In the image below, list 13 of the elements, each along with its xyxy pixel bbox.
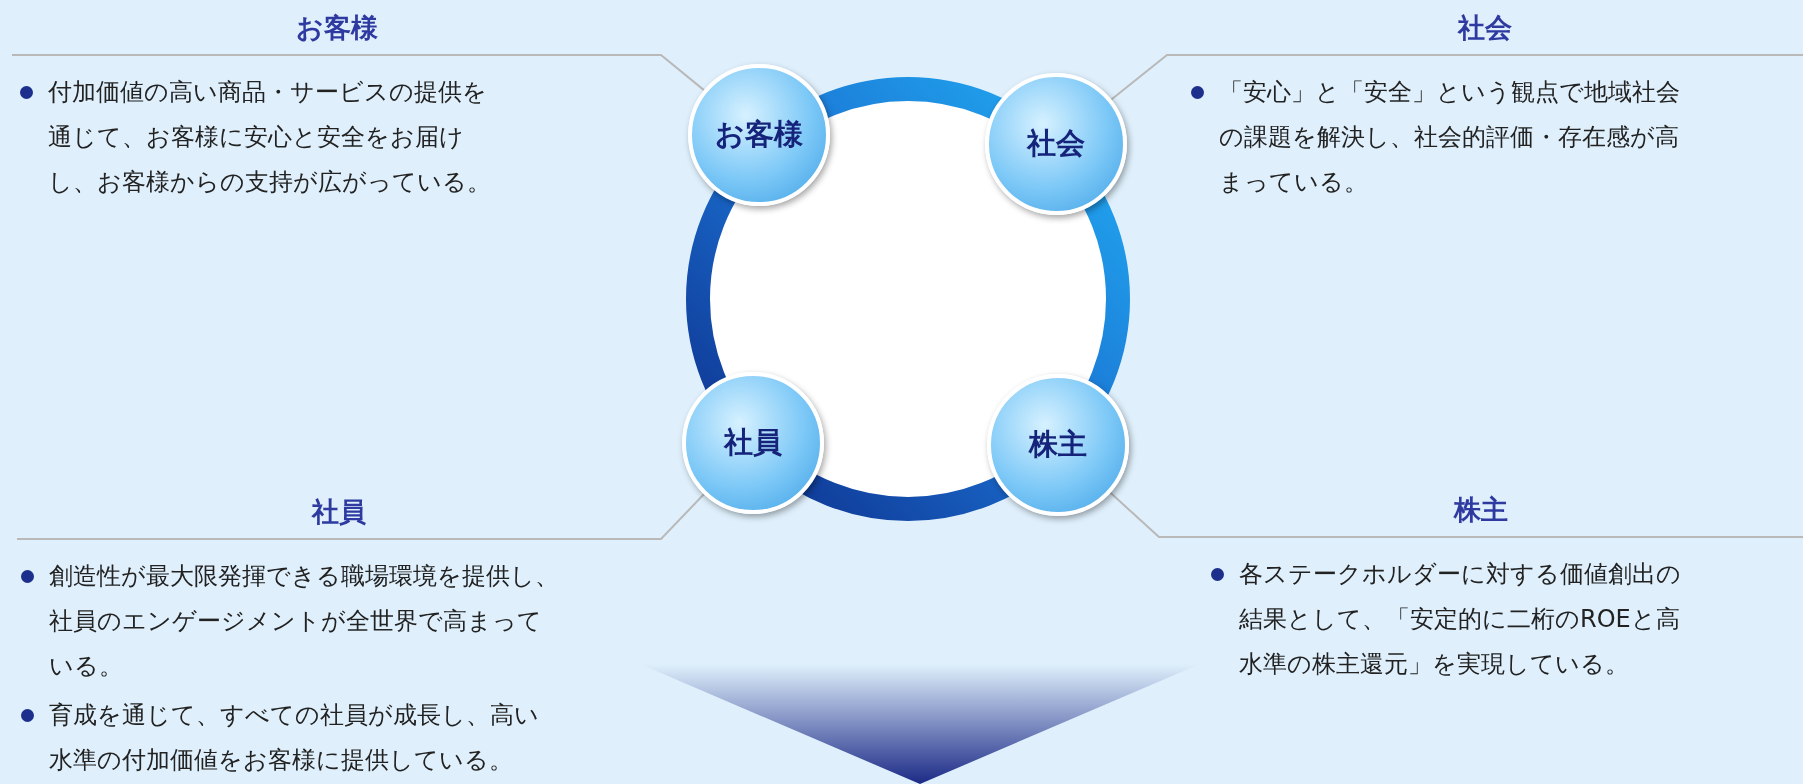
circle-label: 株主	[1029, 426, 1087, 463]
circle-label: 社員	[724, 424, 782, 461]
section-heading: 株主	[1452, 493, 1509, 527]
circle-label: 社会	[1027, 125, 1085, 162]
bullet-text: 創造性が最大限発揮できる職場環境を提供し、社員のエンゲージメントが全世界で高まっている。	[49, 561, 560, 682]
bullet-text: 「安心」と「安全」という観点で地域社会の課題を解決し、社会的評価・存在感が高まっている。	[1219, 77, 1681, 198]
section-heading: お客様	[294, 11, 379, 45]
circle-label: お客様	[715, 116, 803, 153]
bullet-text: 各ステークホルダーに対する価値創出の結果として、「安定的に二桁のROEと高水準の株主還元」を実現している。	[1239, 559, 1682, 680]
bullet-text: 育成を通じて、すべての社員が成長し、高い水準の付加価値をお客様に提供している。	[49, 700, 540, 776]
section-heading: 社会	[1456, 11, 1513, 45]
section-heading: 社員	[310, 495, 367, 529]
bullet-text: 付加価値の高い商品・サービスの提供を通じて、お客様に安心と安全をお届けし、お客様からの支持が広がっている。	[48, 77, 492, 198]
